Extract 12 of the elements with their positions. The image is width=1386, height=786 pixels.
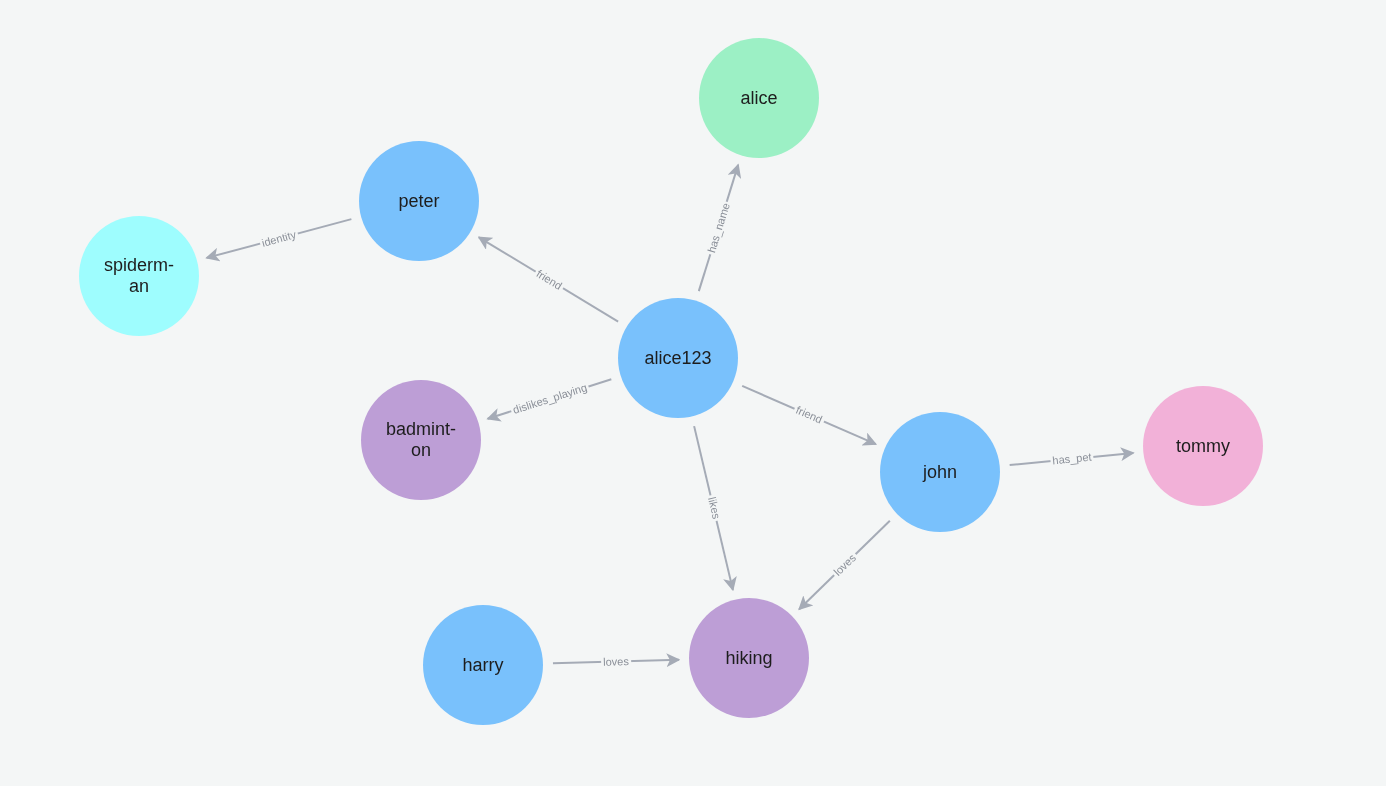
node-label: badmint- on [385, 419, 457, 461]
node-label: harry [461, 654, 505, 676]
node-label: alice [739, 87, 779, 109]
edge-label: has_pet [1049, 450, 1094, 468]
node-label: john [921, 461, 958, 483]
node-label: hiking [724, 647, 774, 669]
edge-label: loves [601, 654, 631, 669]
node-label: alice123 [643, 347, 713, 369]
arrow [693, 425, 737, 592]
node-label: spiderm- an [103, 255, 175, 297]
node-label: tommy [1175, 435, 1231, 457]
node-label: peter [397, 190, 441, 212]
